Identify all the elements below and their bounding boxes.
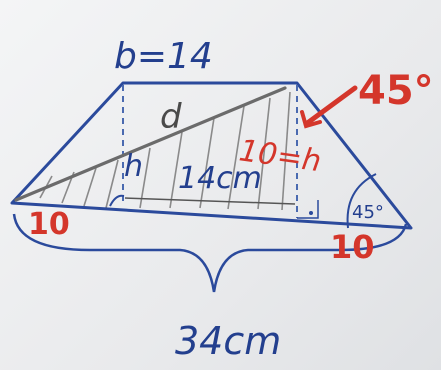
right-angle-left [109,194,125,207]
angle-arc-45 [346,173,377,229]
angle-callout-arrow [303,85,358,127]
inner-length-line [124,197,296,205]
left-segment-label: 10 [28,207,70,242]
left-height-label: h [124,149,143,184]
hatching [39,91,291,211]
right-angle-right [297,200,319,219]
angle-callout-label: 45° [358,68,434,114]
top-base-label: b=14 [114,36,213,77]
right-segment-label: 10 [330,228,375,266]
inner-length-label: 14cm [178,161,262,196]
diagonal-label: d [160,97,182,137]
diagonal-d [14,86,287,202]
trapezoid-outline [10,81,413,230]
bottom-base-label: 34cm [175,319,281,363]
right-angle-dot [309,211,313,215]
angle-inner-label: 45° [352,202,384,223]
bottom-brace [12,213,408,293]
angle-callout-arrowhead [300,110,322,129]
